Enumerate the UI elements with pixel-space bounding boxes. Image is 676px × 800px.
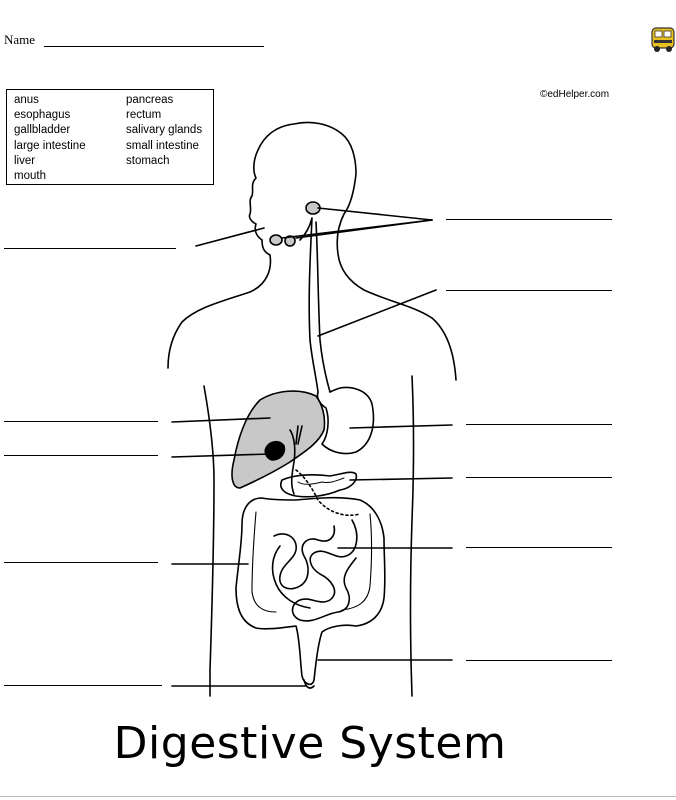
esophagus-left [299,217,319,393]
answer-line-liver[interactable] [4,421,158,422]
answer-line-anus[interactable] [4,685,162,686]
answer-line-rectum[interactable] [466,660,612,661]
name-input-line[interactable] [44,46,264,47]
liver [231,390,326,489]
word-bank-column-2: pancreas rectum salivary glands small in… [126,93,202,169]
word-bank-item: stomach [126,154,170,167]
bile-duct [289,429,296,495]
name-label: Name [4,32,36,47]
gallbladder [264,440,286,461]
pointer-pancreas [349,477,453,481]
word-bank-column-1: anus esophagus gallbladder large intesti… [14,93,86,184]
word-bank-item: mouth [14,170,46,183]
pointer-stomach [349,424,453,429]
salivary-gland-lower-right [284,235,296,247]
word-bank: anus esophagus gallbladder large intesti… [6,89,214,185]
pointer-gallbladder [171,453,271,458]
answer-line-mouth[interactable] [4,248,176,249]
stomach [316,386,375,455]
answer-line-esophagus[interactable] [446,290,612,291]
torso-left-side [203,385,215,697]
word-bank-item: large intestine [14,139,86,152]
word-bank-item: pancreas [126,94,174,106]
word-bank-item: gallbladder [14,124,71,137]
torso-right-side [409,375,415,697]
anus [303,679,315,689]
answer-line-large-intestine[interactable] [4,562,158,563]
word-bank-item: liver [14,154,36,167]
answer-line-gallbladder[interactable] [4,455,158,456]
word-bank-item: salivary glands [126,124,203,137]
body-outline-left [167,239,272,369]
large-intestine [235,496,386,686]
pancreas [280,471,358,498]
answer-line-salivary[interactable] [446,219,612,220]
answer-line-pancreas[interactable] [466,477,612,478]
face-profile [248,121,457,381]
word-bank-item: anus [14,94,39,106]
esophagus-right [315,221,331,393]
small-intestine [291,519,358,622]
answer-line-stomach[interactable] [466,424,612,425]
salivary-gland-lower-left [269,234,283,246]
word-bank-item: small intestine [126,139,199,152]
word-bank-item: esophagus [14,109,71,122]
answer-line-small-intestine[interactable] [466,547,612,548]
pointer-salivary-3 [281,219,433,239]
pointer-salivary-1 [317,207,433,221]
copyright-text: ©edHelper.com [540,89,610,100]
pointer-liver [171,417,271,423]
page-title: Digestive System [113,718,507,769]
pointer-esophagus [317,289,437,337]
school-bus-icon [651,27,675,52]
duodenum-dotted [295,469,361,516]
word-bank-item: rectum [126,109,162,122]
pointer-mouth [195,227,265,247]
page-bottom-rule [0,796,676,797]
